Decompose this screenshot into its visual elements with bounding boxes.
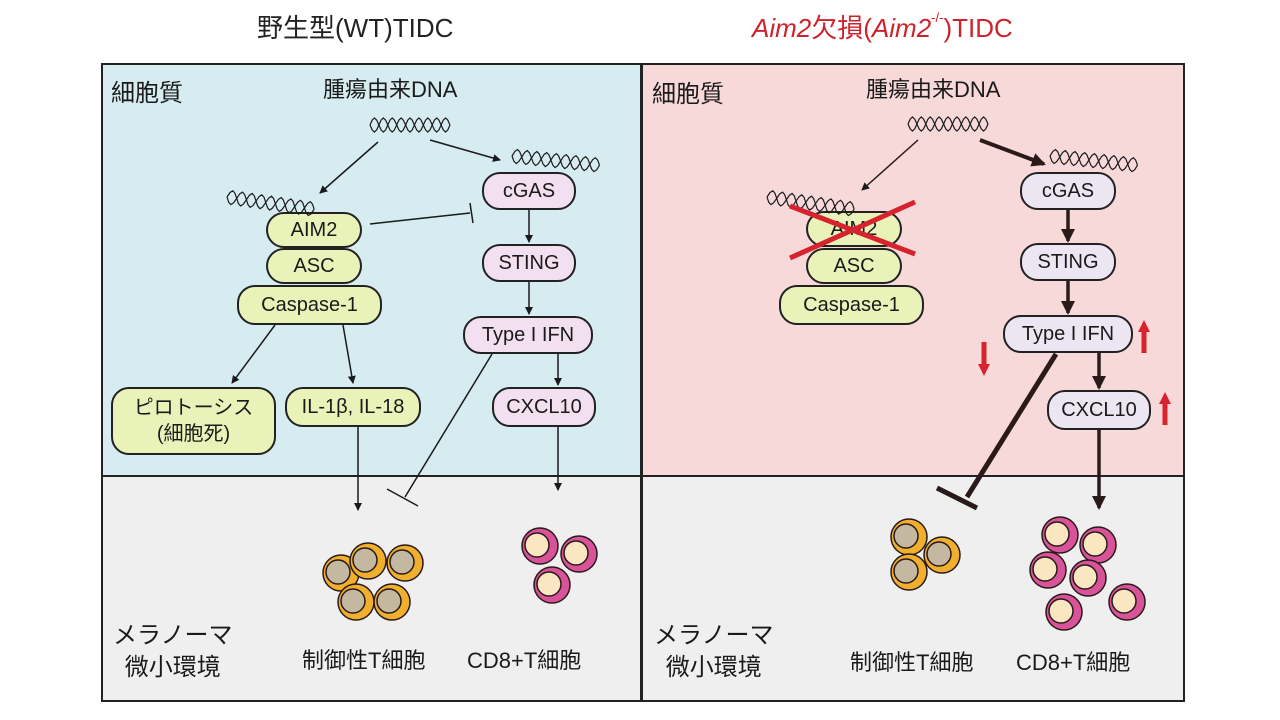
left-node-pyroptosis: ピロトーシス (細胞死): [111, 387, 276, 455]
title-suffix: )TIDC: [943, 13, 1013, 43]
right-node-caspase1: Caspase-1: [779, 285, 924, 325]
title-knockout-text: 欠損(: [811, 13, 872, 43]
right-node-aim2: AIM2: [806, 211, 902, 247]
left-treg-label: 制御性T細胞: [302, 648, 426, 673]
right-node-type1-ifn: Type I IFN: [1003, 315, 1133, 353]
left-node-sting: STING: [482, 244, 576, 282]
left-node-asc: ASC: [266, 248, 362, 284]
left-node-cgas: cGAS: [482, 172, 576, 210]
right-dna-label: 腫瘍由来DNA: [866, 77, 1001, 102]
title-gene-name-2: Aim2: [871, 13, 932, 43]
left-node-caspase1: Caspase-1: [237, 285, 382, 325]
left-cd8-label: CD8+T細胞: [467, 648, 582, 673]
right-cd8-label: CD8+T細胞: [1016, 650, 1131, 675]
right-node-sting: STING: [1020, 243, 1116, 281]
left-env-label-line1: メラノーマ: [113, 622, 233, 649]
title-aim2-knockout: Aim2欠損(Aim2-/-)TIDC: [752, 8, 1013, 45]
title-gene-name: Aim2: [752, 13, 812, 43]
right-env-label-line1: メラノーマ: [654, 622, 774, 649]
right-cytoplasm-label: 細胞質: [652, 81, 724, 108]
pyroptosis-sublabel: (細胞死): [156, 423, 231, 445]
left-node-il1b-il18: IL-1β, IL-18: [285, 387, 421, 427]
left-env-label: メラノーマ 微小環境: [113, 620, 233, 684]
right-node-cgas: cGAS: [1020, 172, 1116, 210]
right-node-asc: ASC: [806, 248, 902, 284]
right-env-label: メラノーマ 微小環境: [654, 620, 774, 684]
title-genotype-superscript: -/-: [931, 10, 944, 25]
left-cytoplasm-label: 細胞質: [111, 80, 183, 107]
left-node-cxcl10: CXCL10: [492, 387, 596, 427]
left-dna-label: 腫瘍由来DNA: [323, 77, 458, 102]
left-env-label-line2: 微小環境: [124, 654, 221, 681]
right-env-label-line2: 微小環境: [665, 654, 762, 681]
left-node-aim2: AIM2: [266, 212, 362, 248]
right-node-cxcl10: CXCL10: [1047, 390, 1151, 430]
title-wild-type: 野生型(WT)TIDC: [257, 13, 454, 43]
pyroptosis-label: ピロトーシス: [133, 397, 254, 419]
left-node-type1-ifn: Type I IFN: [463, 316, 593, 354]
right-treg-label: 制御性T細胞: [850, 650, 974, 675]
